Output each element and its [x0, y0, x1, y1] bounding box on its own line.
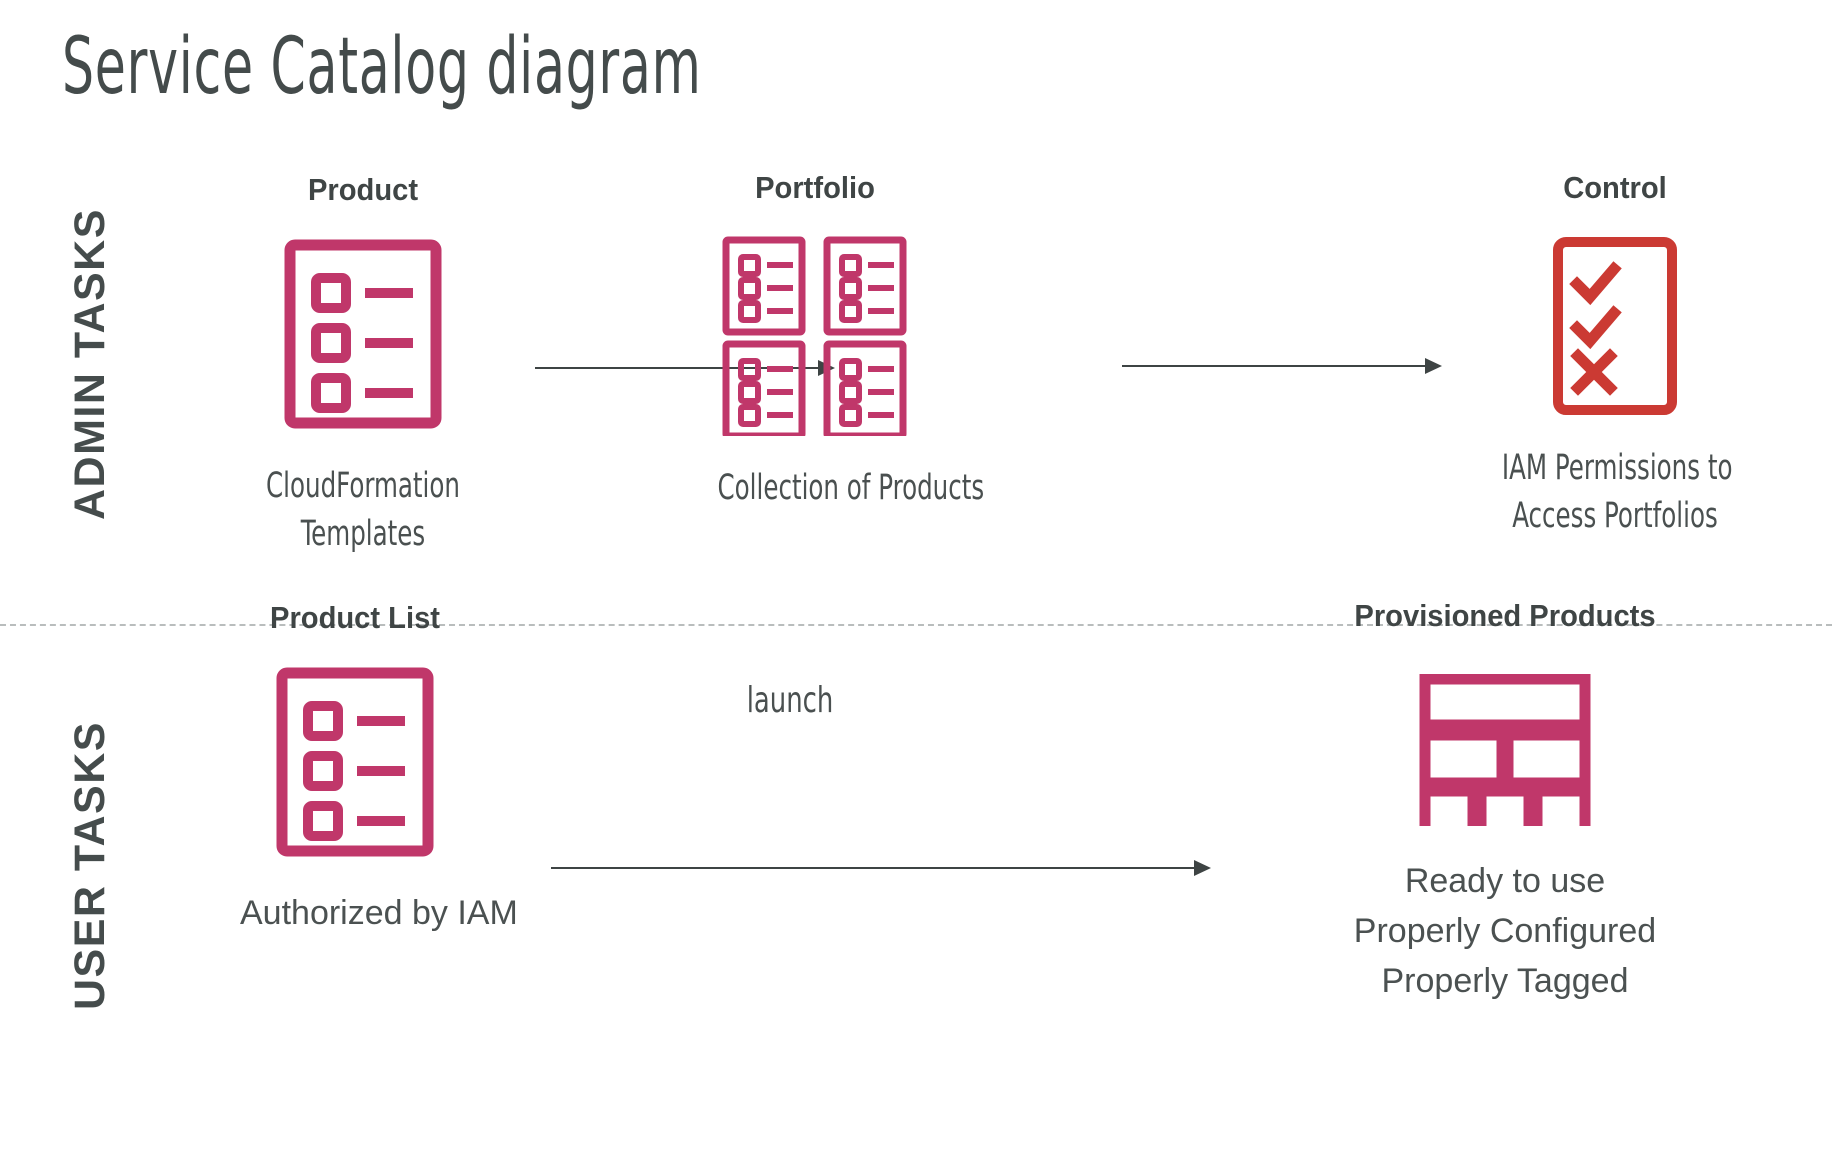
- arrow-portfolio-to-control: [1122, 356, 1442, 376]
- checklist-control-icon: [1470, 236, 1760, 416]
- node-product-list-caption-line1: Authorized by IAM: [240, 894, 518, 932]
- portfolio-grid-icon: [690, 236, 940, 436]
- node-product: Product CloudFormation Templates: [238, 172, 488, 558]
- product-list-icon: [240, 666, 470, 858]
- provisioned-blocks-icon: [1320, 674, 1690, 826]
- page-title: Service Catalog diagram: [62, 22, 702, 112]
- node-control: Control IAM Permissions to Access Portfo…: [1470, 170, 1760, 540]
- product-list-icon: [238, 238, 488, 430]
- node-provisioned-products-caption-line1: Ready to use: [1404, 862, 1606, 900]
- node-provisioned-products-caption-line3: Properly Tagged: [1381, 962, 1629, 1000]
- node-portfolio: Portfolio: [690, 170, 985, 512]
- section-divider: [0, 624, 1832, 626]
- node-control-caption-line1: IAM Permissions to: [1501, 448, 1733, 488]
- node-product-caption-line2: Templates: [300, 514, 426, 554]
- node-product-caption-line1: CloudFormation: [265, 466, 460, 506]
- node-provisioned-products-heading: Provisioned Products: [1354, 598, 1656, 633]
- arrow-launch-label: launch: [746, 680, 834, 721]
- band-label-admin-tasks: ADMIN TASKS: [66, 208, 114, 520]
- node-product-list-heading: Product List: [270, 600, 440, 635]
- node-provisioned-products-caption-line2: Properly Configured: [1353, 912, 1657, 950]
- node-product-heading: Product: [307, 172, 419, 207]
- node-control-heading: Control: [1563, 170, 1667, 205]
- node-portfolio-heading: Portfolio: [755, 170, 875, 205]
- band-label-user-tasks: USER TASKS: [66, 721, 114, 1010]
- arrow-launch: [551, 858, 1211, 878]
- node-provisioned-products: Provisioned Products Ready to use Proper…: [1320, 598, 1690, 1006]
- node-control-caption-line2: Access Portfolios: [1512, 496, 1718, 536]
- node-product-list: Product List Authorized by IAM: [240, 600, 518, 938]
- node-portfolio-caption-line1: Collection of Products: [717, 468, 985, 508]
